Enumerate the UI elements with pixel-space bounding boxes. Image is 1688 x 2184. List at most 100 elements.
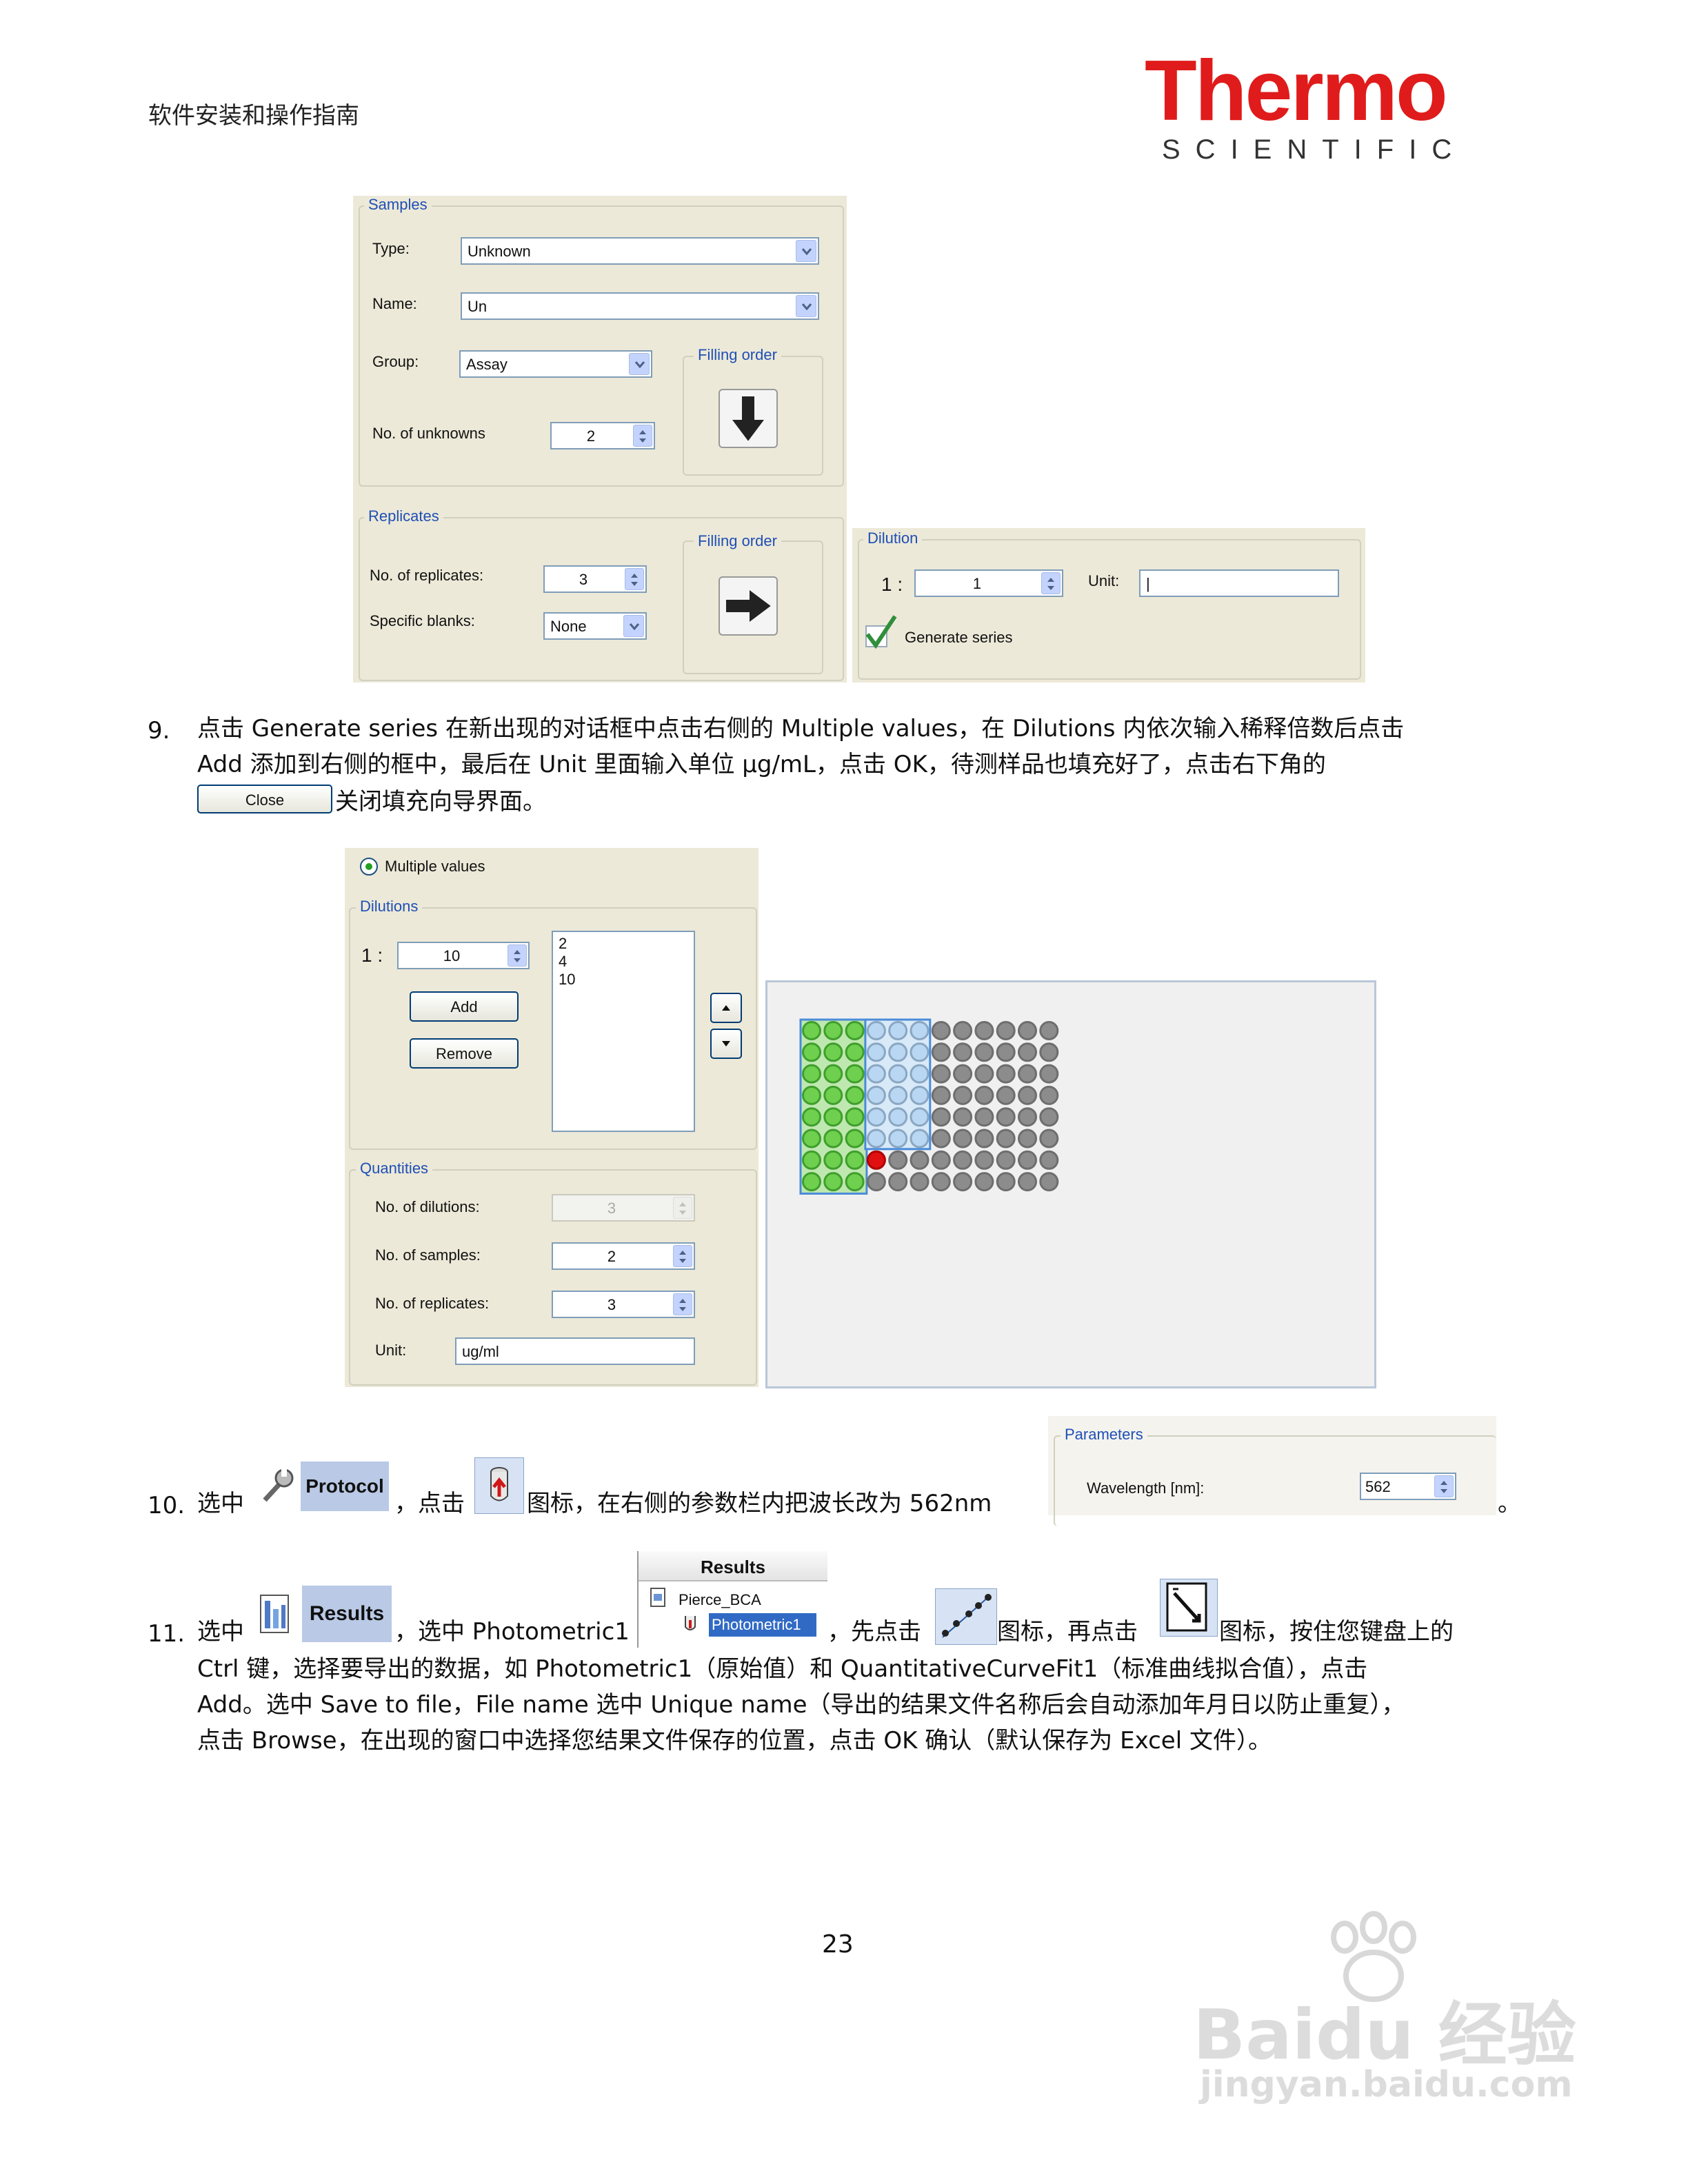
blanks-select[interactable]: None (543, 612, 647, 640)
plate-well-empty[interactable] (1039, 1064, 1059, 1084)
results-button[interactable]: Results (302, 1586, 392, 1642)
plate-well-standard[interactable] (845, 1085, 865, 1105)
fill-down-button[interactable] (719, 389, 778, 448)
plate-well-empty[interactable] (974, 1172, 994, 1192)
remove-button[interactable]: Remove (410, 1038, 519, 1069)
plate-well-standard[interactable] (823, 1172, 843, 1192)
plate-well-empty[interactable] (931, 1085, 951, 1105)
plate-well-empty[interactable] (888, 1172, 908, 1192)
plate-well-standard[interactable] (802, 1021, 821, 1040)
plate-well-empty[interactable] (931, 1064, 951, 1084)
no-samples-stepper[interactable]: 2 (552, 1242, 695, 1270)
plate-well-unknown[interactable] (910, 1107, 930, 1127)
plate-well-standard[interactable] (802, 1085, 821, 1105)
plate-well-empty[interactable] (953, 1107, 973, 1127)
plate-well-standard[interactable] (845, 1107, 865, 1127)
plate-well-empty[interactable] (866, 1172, 886, 1192)
plate-well-empty[interactable] (953, 1129, 973, 1149)
plate-well-unknown[interactable] (910, 1064, 930, 1084)
plate-well-empty[interactable] (1039, 1129, 1059, 1149)
plate-well-standard[interactable] (845, 1064, 865, 1084)
plate-well-empty[interactable] (974, 1042, 994, 1062)
plate-well-standard[interactable] (823, 1064, 843, 1084)
plate-well-empty[interactable] (931, 1042, 951, 1062)
list-item[interactable]: 10 (559, 971, 576, 988)
plate-well-standard[interactable] (802, 1150, 821, 1170)
plate-well-unknown[interactable] (910, 1042, 930, 1062)
unit-input[interactable]: | (1139, 569, 1339, 597)
plate-well-empty[interactable] (953, 1085, 973, 1105)
plate-well-empty[interactable] (953, 1021, 973, 1040)
plate-well-empty[interactable] (1018, 1021, 1037, 1040)
measurement-step-icon[interactable] (474, 1457, 524, 1514)
plate-well-unknown[interactable] (866, 1042, 886, 1062)
plate-well-empty[interactable] (1039, 1107, 1059, 1127)
plate-well-empty[interactable] (974, 1129, 994, 1149)
curve-fit-icon[interactable] (935, 1588, 997, 1645)
plate-well-empty[interactable] (974, 1085, 994, 1105)
plate-well-unknown[interactable] (866, 1064, 886, 1084)
plate-well-empty[interactable] (1018, 1042, 1037, 1062)
close-button[interactable]: Close (197, 785, 332, 813)
tree-item-pierce-bca[interactable]: Pierce_BCA (679, 1591, 761, 1608)
plate-well-unknown[interactable] (910, 1085, 930, 1105)
plate-well-standard[interactable] (823, 1042, 843, 1062)
plate-well-empty[interactable] (953, 1064, 973, 1084)
plate-well-empty[interactable] (953, 1172, 973, 1192)
plate-well-standard[interactable] (802, 1064, 821, 1084)
tree-item-photometric1[interactable]: Photometric1 (709, 1613, 816, 1637)
plate-well-empty[interactable] (996, 1172, 1016, 1192)
checkmark-icon[interactable] (862, 611, 903, 652)
chevron-down-icon[interactable] (623, 615, 644, 637)
plate-well-standard[interactable] (802, 1129, 821, 1149)
spin-arrows-icon[interactable] (1434, 1475, 1454, 1497)
dilutions-stepper[interactable]: 10 (397, 942, 530, 969)
plate-well-unknown[interactable] (888, 1064, 908, 1084)
list-item[interactable]: 2 (559, 935, 567, 952)
plate-well-empty[interactable] (953, 1150, 973, 1170)
plate-well-unknown[interactable] (910, 1021, 930, 1040)
add-button[interactable]: Add (410, 991, 519, 1022)
multiple-values-label[interactable]: Multiple values (385, 858, 485, 875)
plate-well-unknown[interactable] (910, 1129, 930, 1149)
plate-well-unknown[interactable] (888, 1129, 908, 1149)
move-down-button[interactable] (710, 1029, 742, 1059)
plate-well-standard[interactable] (823, 1150, 843, 1170)
plate-well-empty[interactable] (996, 1107, 1016, 1127)
spin-arrows-icon[interactable] (625, 568, 644, 590)
spin-arrows-icon[interactable] (633, 425, 652, 447)
type-select[interactable]: Unknown (461, 237, 819, 265)
plate-well-empty[interactable] (974, 1021, 994, 1040)
plate-well-unknown[interactable] (888, 1085, 908, 1105)
protocol-button[interactable]: Protocol (301, 1462, 389, 1511)
plate-well-unknown[interactable] (866, 1085, 886, 1105)
plate-well-empty[interactable] (1018, 1064, 1037, 1084)
spin-arrows-icon[interactable] (1041, 572, 1061, 594)
dilution-stepper[interactable]: 1 (914, 569, 1063, 597)
plate-well-empty[interactable] (1018, 1150, 1037, 1170)
plate-well-standard[interactable] (845, 1129, 865, 1149)
plate-well-empty[interactable] (996, 1042, 1016, 1062)
list-item[interactable]: 4 (559, 953, 567, 970)
plate-well-empty[interactable] (974, 1150, 994, 1170)
wavelength-stepper[interactable]: 562 (1360, 1473, 1456, 1500)
plate-well-standard[interactable] (823, 1085, 843, 1105)
plate-well-empty[interactable] (1039, 1150, 1059, 1170)
radio-selected-icon[interactable] (359, 856, 379, 877)
plate-well-empty[interactable] (1018, 1085, 1037, 1105)
microplate-grid[interactable] (767, 982, 1374, 1386)
unit-input[interactable]: ug/ml (455, 1337, 695, 1365)
plate-well-empty[interactable] (931, 1172, 951, 1192)
plate-well-empty[interactable] (1018, 1107, 1037, 1127)
no-replicates-stepper[interactable]: 3 (552, 1291, 695, 1318)
fill-right-button[interactable] (719, 576, 778, 636)
plate-well-unknown[interactable] (866, 1021, 886, 1040)
plate-well-standard[interactable] (845, 1021, 865, 1040)
chevron-down-icon[interactable] (796, 240, 816, 262)
plate-well-empty[interactable] (888, 1150, 908, 1170)
plate-well-empty[interactable] (996, 1085, 1016, 1105)
plate-well-empty[interactable] (1039, 1042, 1059, 1062)
plate-well-empty[interactable] (1039, 1021, 1059, 1040)
plate-well-empty[interactable] (974, 1064, 994, 1084)
plate-well-empty[interactable] (996, 1150, 1016, 1170)
